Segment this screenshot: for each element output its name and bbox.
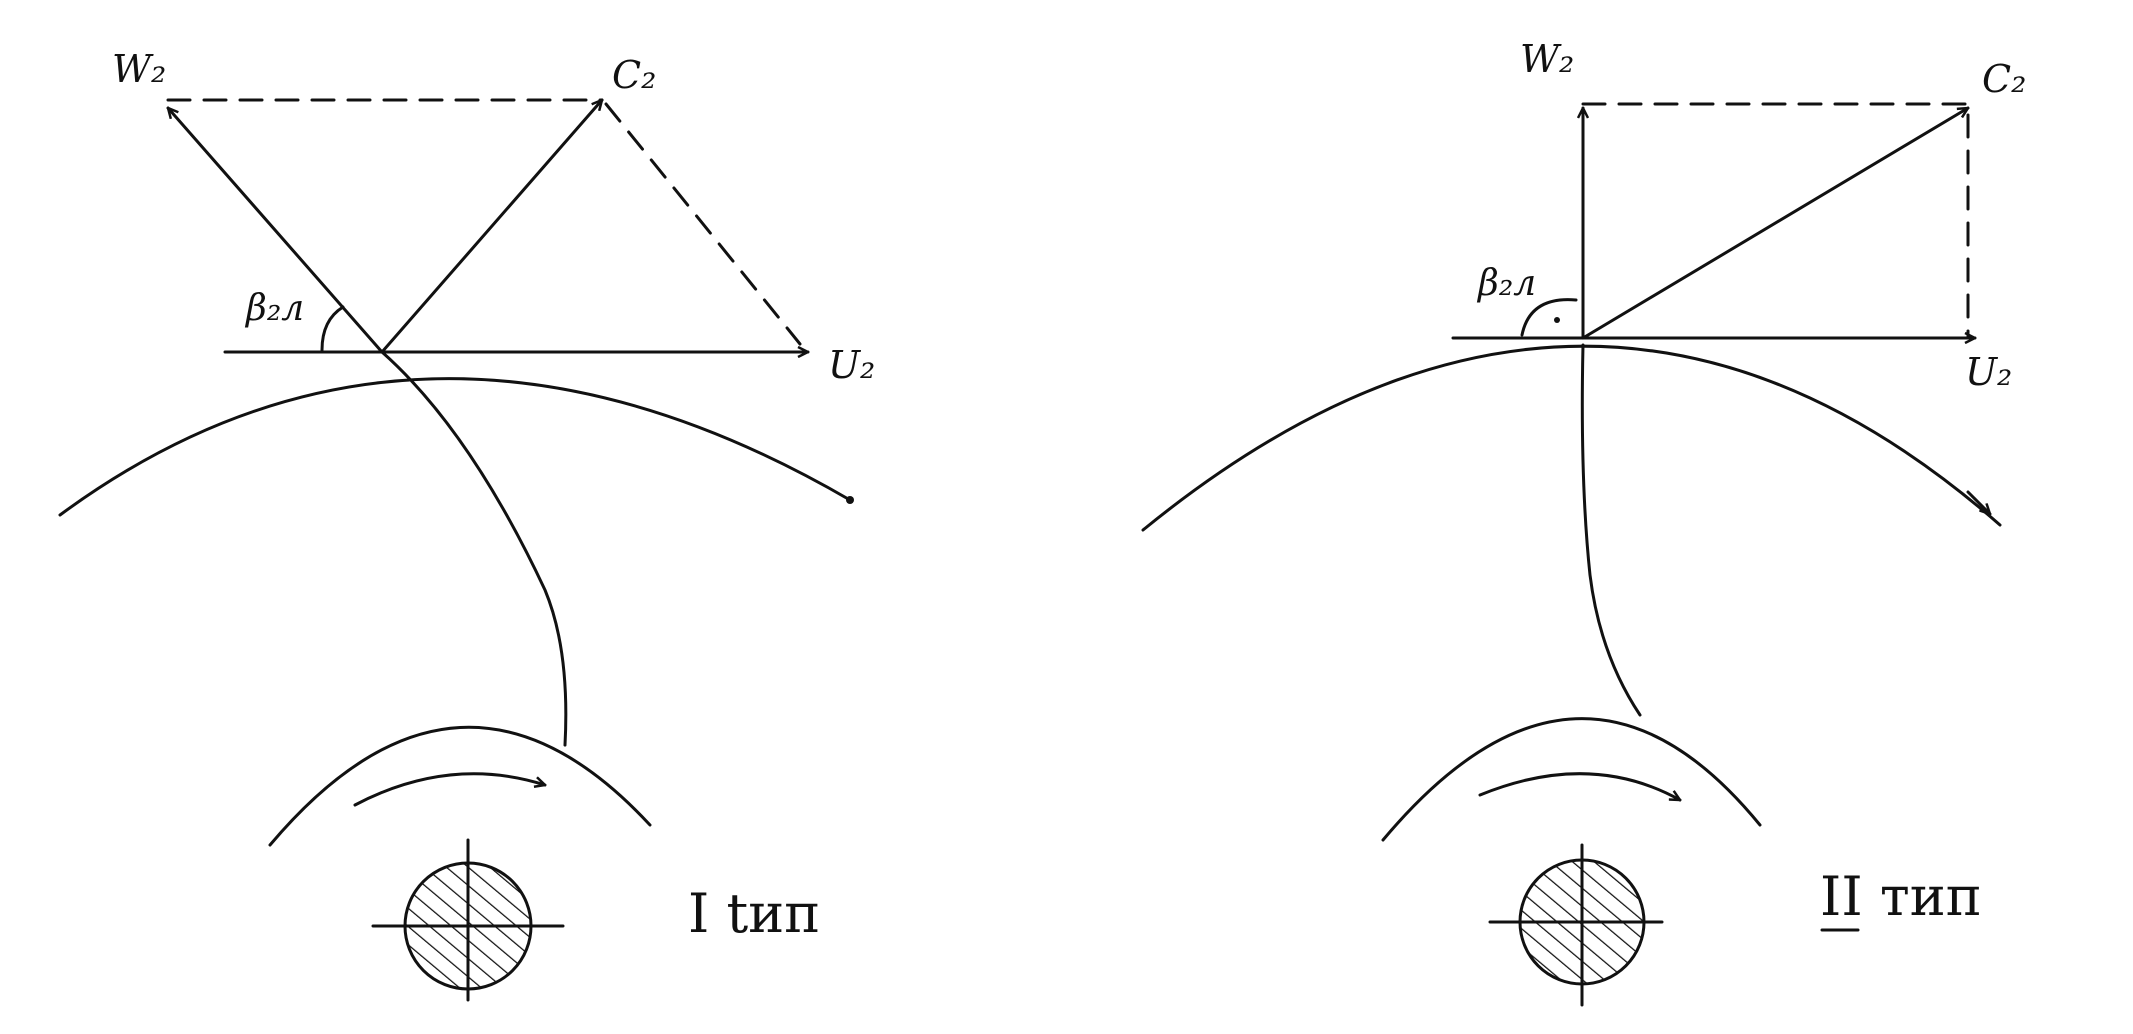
caption-type-2: II тип xyxy=(1820,865,1982,928)
blade-1 xyxy=(380,350,568,747)
label-u2-1: U₂ xyxy=(828,343,875,387)
dashed-c-u-1 xyxy=(604,102,802,346)
impeller-rim-2 xyxy=(1141,344,2002,532)
w2-vector-1 xyxy=(168,108,384,354)
label-beta-1: β₂л xyxy=(244,288,304,329)
rotation-arrow-1 xyxy=(353,772,545,807)
label-beta-2: β₂л xyxy=(1476,263,1536,304)
impeller-rim-1 xyxy=(58,377,852,517)
right-angle-dot-2 xyxy=(1554,317,1560,323)
hub-arc-2 xyxy=(1381,717,1762,842)
label-u2-2: U₂ xyxy=(1965,350,2012,394)
rotation-arrow-2 xyxy=(1478,772,1680,802)
c2-vector-1 xyxy=(380,100,602,354)
diagram-type-1: W₂ C₂ U₂ β₂л I tип xyxy=(58,47,875,1002)
caption-type-1: I tип xyxy=(688,882,820,945)
label-w2-1: W₂ xyxy=(112,47,166,91)
beta-arc-2 xyxy=(1520,298,1578,337)
label-c2-1: C₂ xyxy=(612,53,656,97)
label-c2-2: C₂ xyxy=(1982,57,2026,101)
c2-vector-2 xyxy=(1581,106,1968,340)
diagram-type-2: W₂ C₂ U₂ β₂л II тип xyxy=(1141,37,2026,1007)
rim-rotation-tip-2 xyxy=(1966,490,1990,514)
label-w2-2: W₂ xyxy=(1520,37,1574,81)
blade-2 xyxy=(1580,343,1642,717)
beta-arc-1 xyxy=(320,305,345,352)
hub-arc-1 xyxy=(268,725,652,847)
rim-end-dot-1 xyxy=(846,496,854,504)
